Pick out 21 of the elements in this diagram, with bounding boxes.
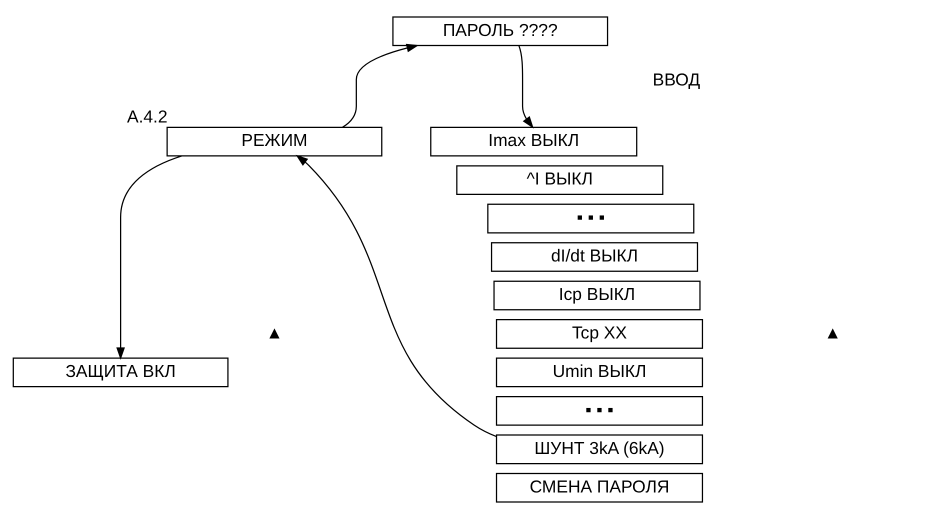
node-box: РЕЖИМ	[166, 126, 382, 156]
node-box: Tcp XX	[496, 318, 704, 348]
node-box: Icp ВЫКЛ	[493, 280, 701, 310]
node-box: ▪ ▪ ▪	[496, 395, 704, 426]
node-label: A.4.2	[127, 106, 168, 126]
arrow	[518, 44, 534, 128]
node-box: ШУНТ 3kA (6kA)	[496, 434, 704, 464]
node-box: ПАРОЛЬ ????	[392, 16, 608, 46]
node-box: ^I ВЫКЛ	[456, 164, 664, 194]
arrow	[116, 154, 182, 360]
label: ▲	[824, 322, 842, 342]
node-box: ЗАЩИТА ВКЛ	[12, 357, 229, 387]
arrow	[342, 43, 419, 128]
label: ВВОД	[652, 68, 700, 89]
node-box: Imax ВЫКЛ	[430, 126, 638, 156]
node-box: СМЕНА ПАРОЛЯ	[496, 472, 704, 502]
node-box: Umin ВЫКЛ	[496, 357, 704, 387]
node-box: ▪ ▪ ▪	[487, 203, 694, 233]
arrow	[296, 154, 497, 437]
node-box: dI/dt ВЫКЛ	[490, 242, 698, 272]
label: ▲	[266, 322, 284, 342]
